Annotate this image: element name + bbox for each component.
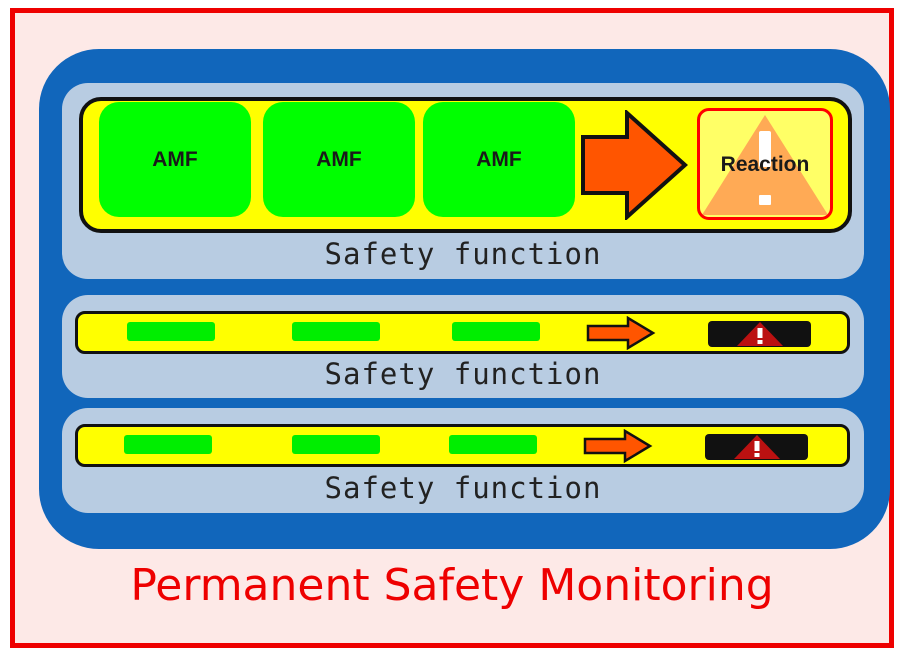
warning-triangle-icon xyxy=(737,322,783,346)
warning-indicator xyxy=(705,434,808,460)
warning-triangle-icon xyxy=(734,435,780,459)
arrow-right-icon xyxy=(586,316,656,350)
amf-module-2: AMF xyxy=(263,102,415,217)
arrow-right-icon xyxy=(581,110,688,220)
amf-module-1: AMF xyxy=(99,102,251,217)
mini-module xyxy=(292,435,380,454)
safety-function-label-1: Safety function xyxy=(324,237,602,271)
mini-module xyxy=(124,435,212,454)
mini-module xyxy=(449,435,537,454)
safety-function-label-3: Safety function xyxy=(324,471,602,505)
amf-module-3: AMF xyxy=(423,102,575,217)
reaction-label: Reaction xyxy=(720,153,810,176)
reaction-box: Reaction xyxy=(697,108,833,220)
mini-module xyxy=(292,322,380,341)
arrow-right-icon xyxy=(583,429,653,463)
mini-module xyxy=(127,322,215,341)
diagram-title: Permanent Safety Monitoring xyxy=(130,560,774,611)
warning-indicator xyxy=(708,321,811,347)
mini-module xyxy=(452,322,540,341)
warning-triangle-icon xyxy=(702,115,828,215)
safety-function-label-2: Safety function xyxy=(324,357,602,391)
